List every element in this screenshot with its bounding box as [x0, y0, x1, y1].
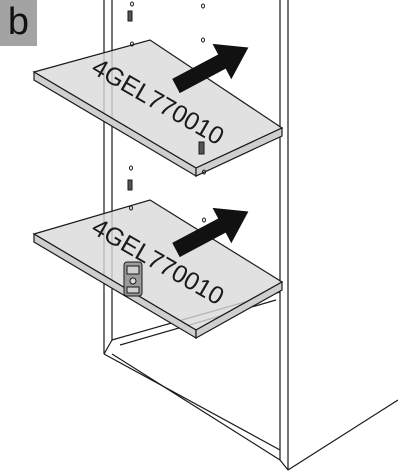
shelf-support-pin-icon: [127, 1, 206, 223]
upper-shelf: 4GEL770010: [32, 39, 284, 178]
step-label: b: [0, 0, 37, 46]
arrow-insert-icon: [172, 43, 249, 94]
hinge-plate-icon: [123, 261, 143, 297]
left-panel-bottom-edge: [103, 339, 113, 355]
bottom-panel-front-top: [103, 353, 281, 451]
plinth-edge: [287, 399, 398, 471]
upper-shelf-side-edge: [195, 127, 283, 177]
right-panel-bottom-edge: [279, 459, 289, 471]
bottom-panel-front-bottom: [111, 353, 281, 461]
arrow-insert-icon: [172, 207, 249, 258]
lower-shelf: 4GEL770010: [32, 199, 284, 340]
lower-shelf-side-edge: [195, 280, 283, 340]
